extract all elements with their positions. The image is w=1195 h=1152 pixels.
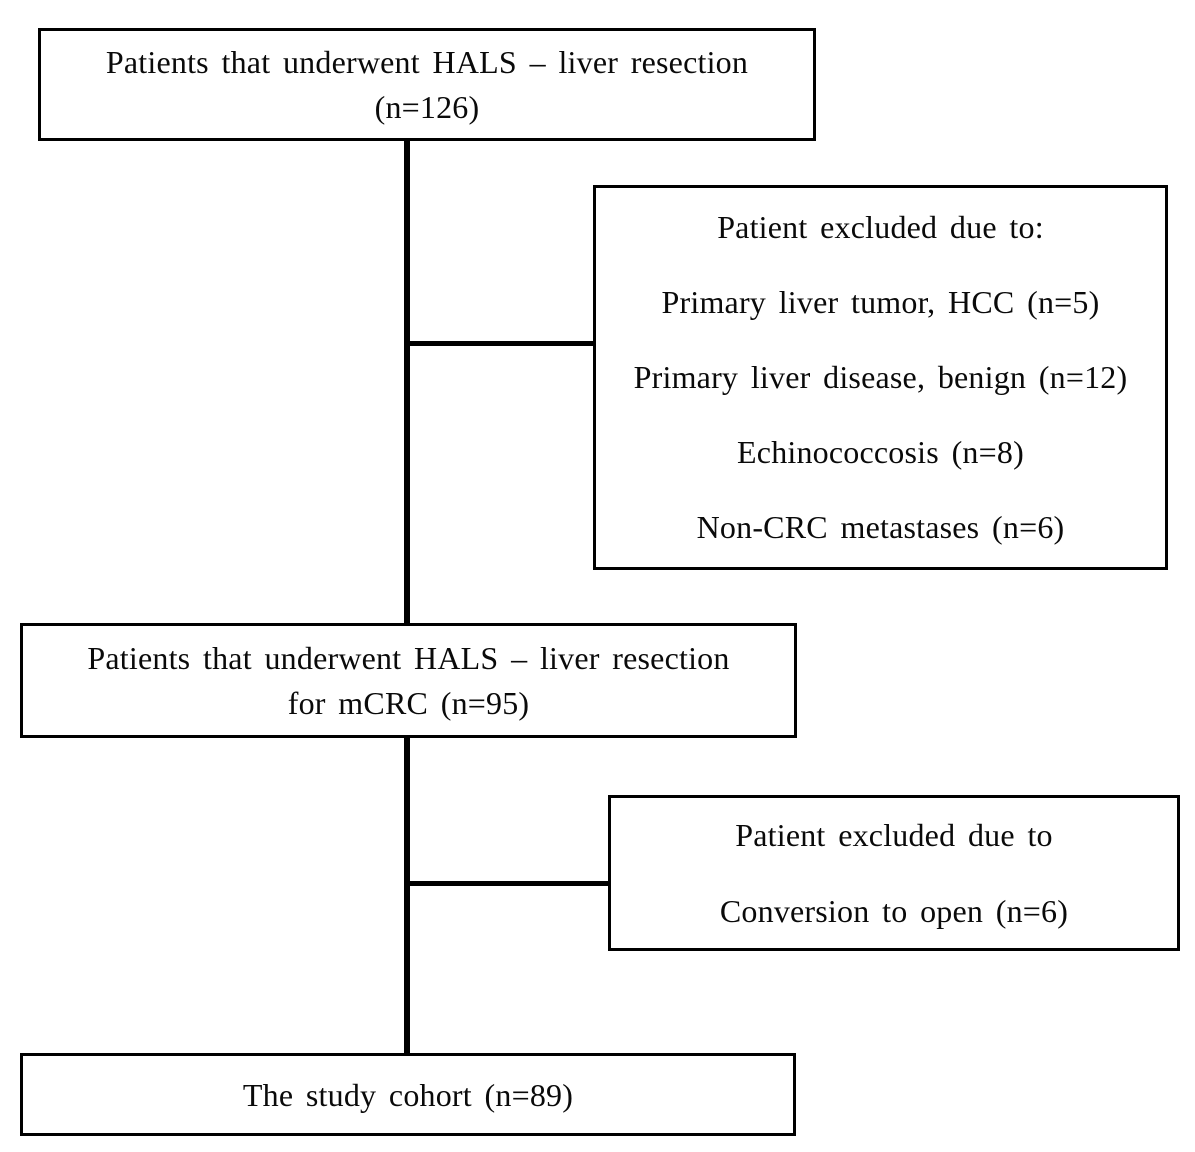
connector-branch-exclusion-2	[404, 881, 613, 886]
box-study-cohort: The study cohort (n=89)	[20, 1053, 796, 1136]
connector-branch-exclusion-1	[404, 341, 594, 346]
box-excluded-second: Patient excluded due to Conversion to op…	[608, 795, 1180, 951]
box-excluded-first-item-4: Non-CRC metastases (n=6)	[696, 509, 1065, 545]
box-excluded-first-item-1: Primary liver tumor, HCC (n=5)	[661, 284, 1100, 320]
box-excluded-first-item-3: Echinococcosis (n=8)	[737, 434, 1024, 470]
box-initial-line-2: (n=126)	[374, 88, 480, 125]
connector-vertical-bottom	[404, 736, 410, 1054]
box-cohort-line-1: The study cohort (n=89)	[242, 1076, 574, 1113]
box-initial-patients: Patients that underwent HALS – liver res…	[38, 28, 816, 141]
box-initial-line-1: Patients that underwent HALS – liver res…	[105, 43, 749, 80]
box-excluded-second-item-1: Conversion to open (n=6)	[719, 893, 1069, 929]
box-mcrc-line-1: Patients that underwent HALS – liver res…	[87, 639, 730, 676]
box-excluded-first-item-2: Primary liver disease, benign (n=12)	[633, 359, 1128, 395]
box-mcrc-patients: Patients that underwent HALS – liver res…	[20, 623, 797, 738]
box-excluded-first: Patient excluded due to: Primary liver t…	[593, 185, 1168, 570]
box-excluded-first-heading: Patient excluded due to:	[717, 209, 1044, 245]
connector-vertical-top	[404, 140, 410, 624]
box-mcrc-line-2: for mCRC (n=95)	[287, 684, 530, 721]
box-excluded-second-heading: Patient excluded due to	[735, 817, 1053, 853]
